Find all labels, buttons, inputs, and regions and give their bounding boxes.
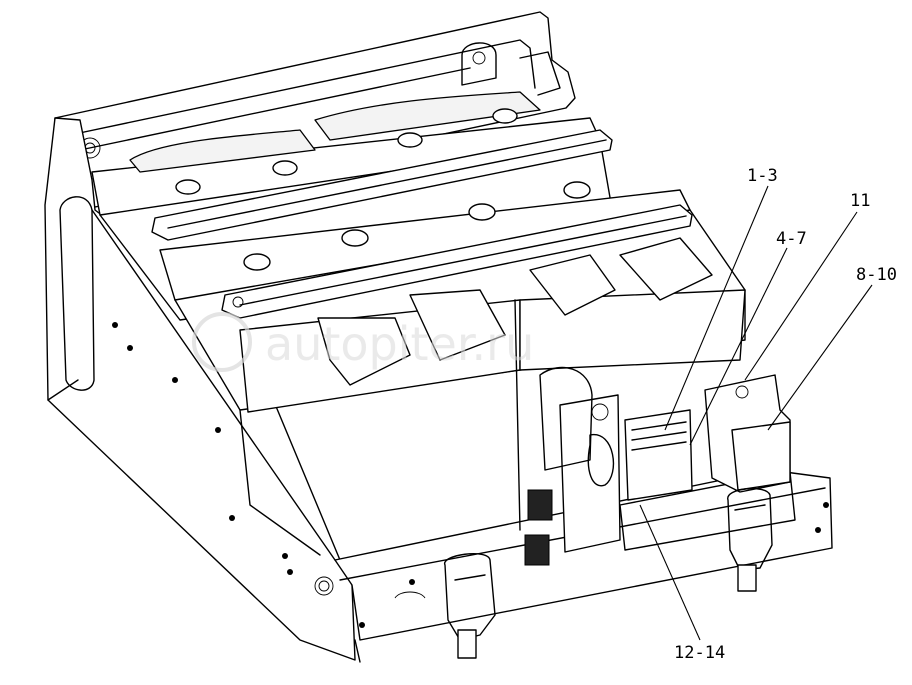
callout-4-7: 4-7 (776, 229, 807, 249)
watermark: autopiter.ru (192, 312, 534, 372)
hold-down-bar-rear (151, 129, 613, 241)
leader-lines (639, 185, 873, 641)
callout-11: 11 (850, 191, 870, 211)
latch-left (444, 553, 496, 659)
battery-switch-assembly (524, 366, 796, 566)
watermark-text: autopiter.ru (265, 317, 534, 371)
callout-8-10: 8-10 (856, 265, 897, 285)
callout-12-14: 12-14 (674, 643, 725, 663)
latch-right (727, 487, 773, 592)
terminal-covers (317, 237, 713, 386)
fuse-box-assembly (704, 374, 791, 493)
callout-1-3: 1-3 (747, 166, 778, 186)
hold-down-bar-front (221, 204, 693, 319)
callout-labels: 1-3 11 4-7 8-10 12-14 (674, 166, 897, 663)
